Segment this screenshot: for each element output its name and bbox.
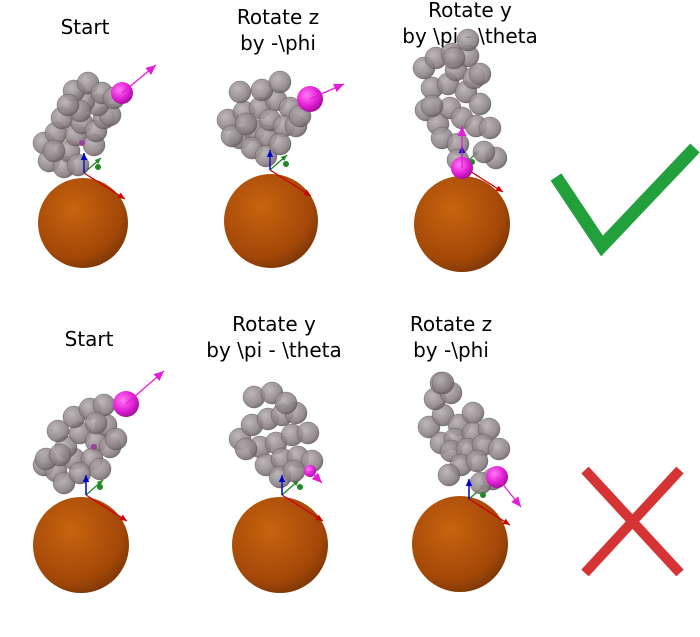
panel-6 — [412, 371, 522, 592]
marker-dot — [283, 161, 289, 167]
cluster-bead — [56, 93, 80, 117]
planet-sphere — [232, 497, 328, 593]
marker-dot — [79, 140, 85, 146]
z-axis-arrow-front — [266, 150, 274, 170]
cluster-bead — [274, 391, 298, 415]
title-row1-panel2: Rotate z by -\phi — [237, 4, 319, 56]
cluster-bead — [234, 112, 258, 136]
cluster-bead — [234, 437, 258, 461]
title-line: Start — [60, 15, 110, 39]
cluster-bead — [88, 457, 112, 481]
x-axis-arrow — [281, 494, 324, 522]
y-axis-arrow — [85, 479, 104, 496]
title-line: by -\phi — [240, 31, 316, 55]
z-axis-arrow-front — [80, 153, 88, 173]
planet-sphere — [38, 178, 128, 268]
x-axis-arrow — [468, 498, 511, 526]
cluster-bead — [461, 401, 485, 425]
cluster-bead — [268, 132, 292, 156]
marker-dot — [97, 484, 103, 490]
panel-4 — [32, 370, 165, 593]
cluster-bead — [431, 371, 455, 395]
check-icon — [550, 143, 700, 257]
cluster-bead — [228, 80, 252, 104]
cross-icon — [581, 466, 684, 577]
planet-sphere — [412, 496, 508, 592]
cluster-bead — [282, 459, 306, 483]
panel-1 — [32, 64, 157, 268]
cluster-bead — [465, 449, 489, 473]
direction-arrow — [309, 83, 345, 100]
cluster-bead — [468, 62, 492, 86]
z-axis-arrow-front — [465, 479, 473, 499]
x-axis-arrow — [85, 494, 128, 522]
y-axis-arrow — [269, 154, 288, 171]
cluster-bead — [48, 443, 72, 467]
cluster-bead — [42, 139, 66, 163]
cluster-bead — [46, 419, 70, 443]
planet-sphere — [224, 174, 318, 268]
cluster-bead — [442, 46, 466, 70]
direction-arrow — [125, 370, 165, 405]
panel-3 — [412, 28, 510, 272]
cluster-bead — [472, 140, 496, 164]
cluster-bead — [478, 116, 502, 140]
direction-arrow — [457, 126, 467, 168]
marker-dot — [91, 444, 97, 450]
title-line: by \pi - \theta — [206, 338, 342, 362]
cluster-bead — [420, 94, 444, 118]
x-axis-arrow — [83, 172, 126, 200]
cluster-bead — [437, 463, 461, 487]
planet-sphere — [33, 497, 129, 593]
cluster-bead — [104, 427, 128, 451]
title-line: Rotate z — [236, 5, 320, 29]
title-line: by -\phi — [413, 338, 489, 362]
panel-5 — [228, 381, 328, 593]
cluster-bead — [456, 28, 480, 52]
z-axis-arrow-front — [278, 475, 286, 495]
panels-layer — [32, 28, 522, 593]
cluster-bead — [468, 92, 492, 116]
planet-sphere — [414, 176, 510, 272]
title-row1-panel1: Start — [61, 14, 110, 40]
cluster-bead — [296, 421, 320, 445]
direction-arrow — [309, 470, 323, 484]
z-axis-arrow-front — [82, 475, 90, 495]
marker-dot — [95, 164, 101, 170]
marker-dot — [480, 492, 486, 498]
panel-2 — [216, 70, 345, 268]
direction-arrow — [121, 64, 157, 94]
cluster-bead — [84, 411, 108, 435]
title-row2-panel2: Rotate y by \pi - \theta — [206, 311, 341, 363]
marker-dot — [297, 484, 303, 490]
direction-arrow — [496, 476, 522, 508]
x-axis-arrow — [269, 169, 312, 197]
title-line: Start — [64, 327, 114, 351]
title-line: Rotate z — [409, 312, 493, 336]
cluster-bead — [487, 437, 511, 461]
title-line: Rotate y — [428, 0, 512, 22]
title-row2-panel1: Start — [65, 326, 114, 352]
title-row2-panel3: Rotate z by -\phi — [410, 311, 492, 363]
title-line: Rotate y — [232, 312, 316, 336]
cluster-bead — [268, 70, 292, 94]
